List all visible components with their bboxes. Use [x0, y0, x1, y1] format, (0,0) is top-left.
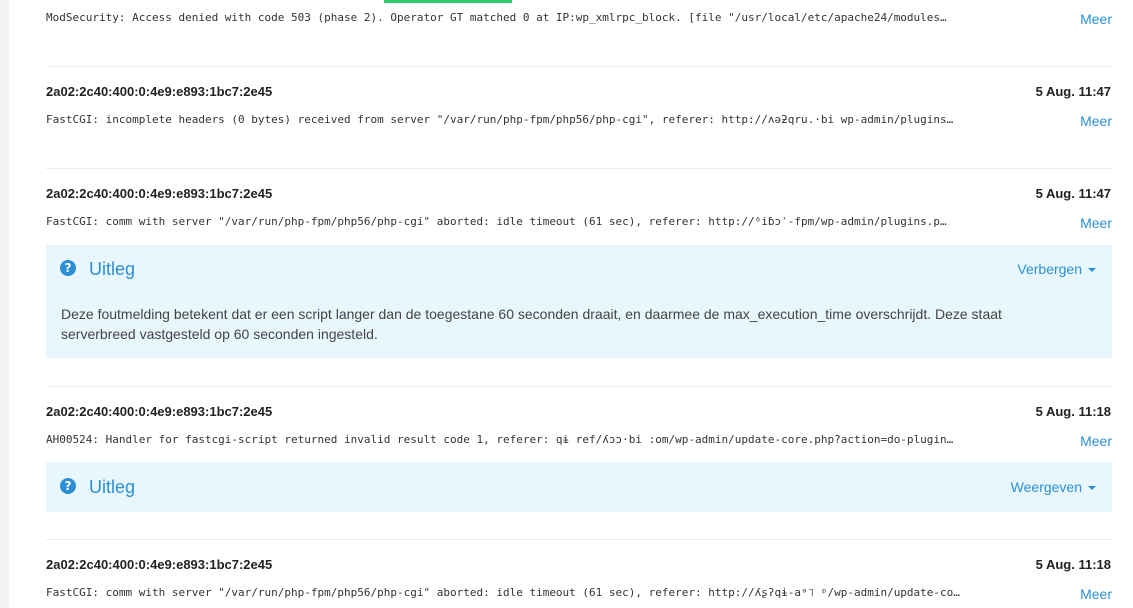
log-ip-address: 2a02:2c40:400:0:4e9:e893:1bc7:2e45: [46, 84, 273, 99]
log-ip-address: 2a02:2c40:400:0:4e9:e893:1bc7:2e45: [46, 186, 273, 201]
active-tab-indicator: [384, 0, 512, 3]
log-message: FastCGI: incomplete headers (0 bytes) re…: [46, 113, 954, 126]
toggle-label: Verbergen: [1017, 261, 1082, 277]
log-ip-address: 2a02:2c40:400:0:4e9:e893:1bc7:2e45: [46, 404, 273, 419]
more-link[interactable]: Meer: [1080, 215, 1112, 231]
more-link[interactable]: Meer: [1080, 11, 1112, 27]
row-divider: [46, 168, 1112, 169]
caret-down-icon: [1088, 486, 1096, 491]
explanation-title: Uitleg: [89, 259, 136, 279]
explanation-panel: ? Uitleg Verbergen Deze foutmelding bete…: [46, 245, 1112, 358]
toggle-label: Weergeven: [1010, 479, 1082, 495]
log-ip-address: 2a02:2c40:400:0:4e9:e893:1bc7:2e45: [46, 557, 273, 572]
explanation-title: Uitleg: [89, 477, 136, 497]
row-divider: [46, 386, 1112, 387]
explanation-panel: ? Uitleg Weergeven: [46, 462, 1112, 512]
log-message: FastCGI: comm with server "/var/run/php-…: [46, 215, 947, 228]
more-link[interactable]: Meer: [1080, 433, 1112, 449]
log-message: ModSecurity: Access denied with code 503…: [46, 11, 947, 24]
row-divider: [46, 66, 1112, 67]
more-link[interactable]: Meer: [1080, 586, 1112, 602]
log-timestamp: 5 Aug. 11:18: [1035, 557, 1111, 572]
log-timestamp: 5 Aug. 11:47: [1035, 84, 1111, 99]
log-message: AH00524: Handler for fastcgi-script retu…: [46, 433, 954, 446]
explanation-body: Deze foutmelding betekent dat er een scr…: [61, 306, 1002, 342]
question-circle-icon: ?: [60, 478, 76, 494]
show-explanation-toggle[interactable]: Weergeven: [1011, 479, 1096, 495]
left-rail: [0, 0, 9, 608]
log-message: FastCGI: comm with server "/var/run/php-…: [46, 586, 960, 599]
more-link[interactable]: Meer: [1080, 113, 1112, 129]
log-timestamp: 5 Aug. 11:47: [1035, 186, 1111, 201]
log-timestamp: 5 Aug. 11:18: [1035, 404, 1111, 419]
hide-explanation-toggle[interactable]: Verbergen: [1017, 261, 1096, 277]
question-circle-icon: ?: [60, 260, 76, 276]
caret-down-icon: [1088, 268, 1096, 273]
row-divider: [46, 539, 1112, 540]
